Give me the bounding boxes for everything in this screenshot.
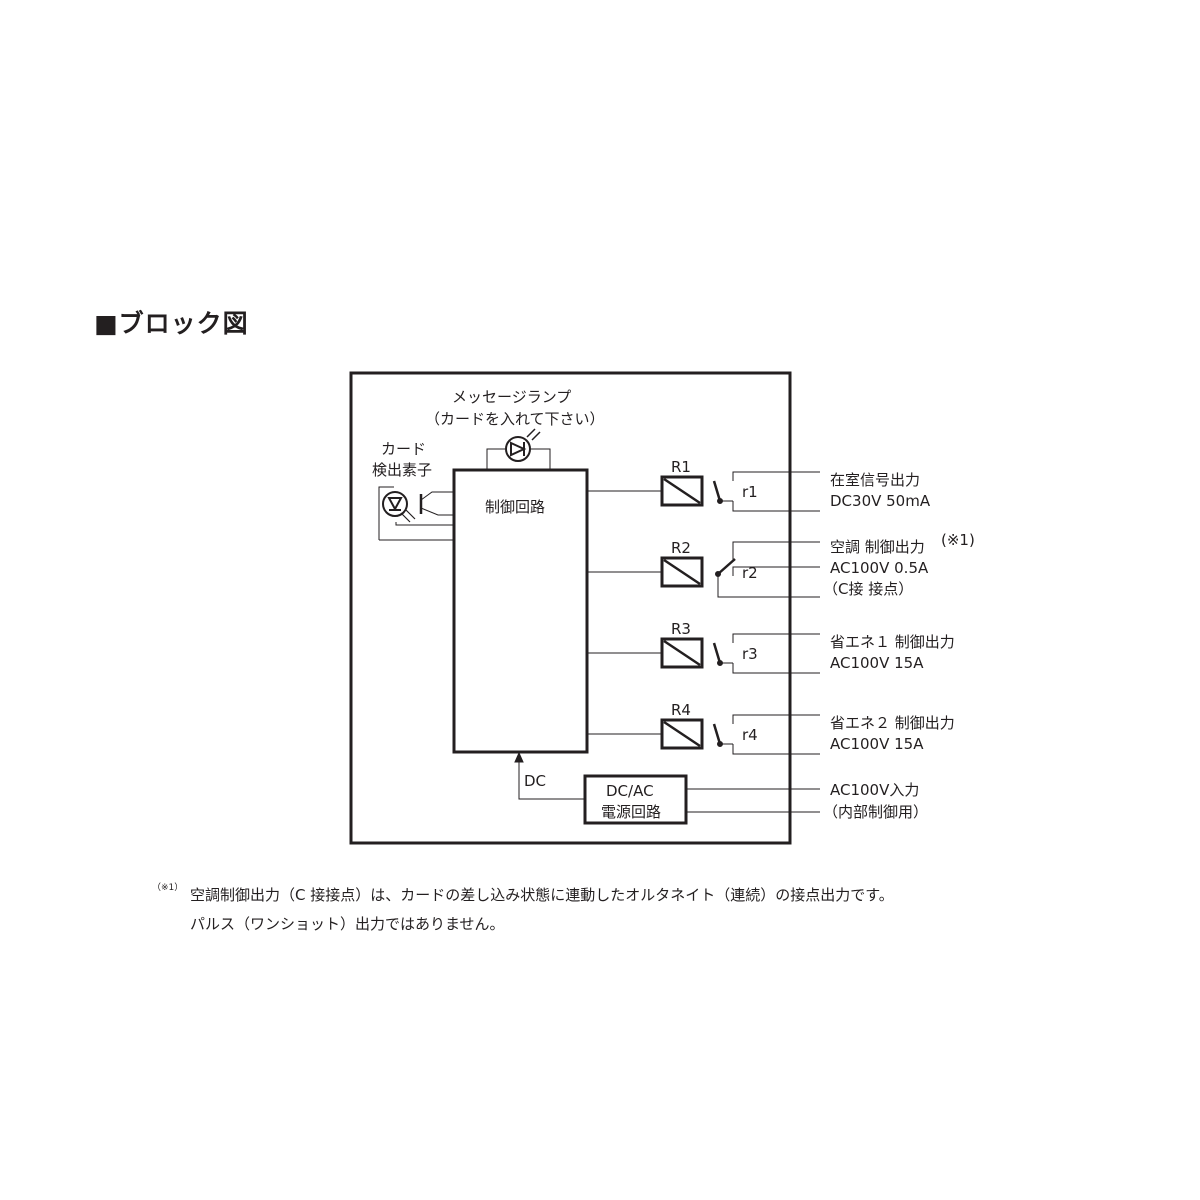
contact-wires <box>720 633 820 674</box>
relay-coil-3 <box>660 637 704 669</box>
lamp-sub-label: （カードを入れて下さい） <box>425 410 605 428</box>
output-note: (※1) <box>941 531 975 549</box>
input-lines <box>686 788 820 813</box>
switch-c-contact-icon <box>717 558 736 575</box>
output-label-1: 空調 制御出力 <box>830 538 925 556</box>
footnote-line-1: 空調制御出力（C 接接点）は、カードの差し込み状態に連動したオルタネイト（連続）… <box>190 886 894 904</box>
output-label-1: 省エネ１ 制御出力 <box>830 633 955 651</box>
output-label-1: 省エネ２ 制御出力 <box>830 714 955 732</box>
output-label-1: 在室信号出力 <box>830 471 920 489</box>
output-label-2: DC30V 50mA <box>830 492 931 510</box>
output-label-2: AC100V 15A <box>830 654 924 672</box>
contact-wires <box>720 714 820 755</box>
power-label-2: 電源回路 <box>601 803 661 821</box>
sensor-label-2: 検出素子 <box>372 461 432 479</box>
relay-coil-4 <box>660 718 704 750</box>
relay-label: R4 <box>671 701 691 719</box>
footnote-line-2: パルス（ワンショット）出力ではありません。 <box>190 915 505 933</box>
contact-label: r1 <box>742 483 758 501</box>
contact-label: r2 <box>742 564 758 582</box>
switch-pivot <box>717 741 723 747</box>
control-circuit-box <box>452 468 589 754</box>
relay-coil-slash <box>663 477 701 505</box>
switch-contact-icon <box>712 642 722 664</box>
dc-label: DC <box>524 772 546 790</box>
relay-coil-1 <box>660 475 704 507</box>
relay-label: R3 <box>671 620 691 638</box>
section-title: ■ブロック図 <box>94 309 249 338</box>
switch-pivot <box>717 660 723 666</box>
relay-coil-2 <box>660 556 704 588</box>
footnote-mark: （※1） <box>152 883 184 893</box>
switch-contact-icon <box>712 723 722 745</box>
relay-label: R1 <box>671 458 691 476</box>
power-label-1: DC/AC <box>606 782 654 800</box>
input-label-1: AC100V入力 <box>830 781 919 799</box>
contact-label: r4 <box>742 726 758 744</box>
led-lamp-icon <box>486 428 551 470</box>
output-label-2: AC100V 0.5A <box>830 559 929 577</box>
dc-arrow-icon <box>514 751 524 763</box>
dc-line <box>518 758 585 800</box>
lamp-label: メッセージランプ <box>452 388 571 406</box>
contact-wires <box>720 471 820 512</box>
contact-label: r3 <box>742 645 758 663</box>
relay-coil-slash <box>663 639 701 667</box>
device-outline <box>349 371 792 845</box>
relay-label: R2 <box>671 539 691 557</box>
relay-coil-slash <box>663 720 701 748</box>
output-label-2: AC100V 15A <box>830 735 924 753</box>
sensor-label-1: カード <box>381 440 426 458</box>
input-label-2: （内部制御用） <box>823 803 928 821</box>
switch-pivot <box>717 498 723 504</box>
contact-wires <box>717 541 820 598</box>
relay-coil-slash <box>663 558 701 586</box>
photo-sensor-icon <box>378 486 454 541</box>
control-label: 制御回路 <box>485 498 545 516</box>
switch-pivot <box>715 571 721 577</box>
switch-contact-icon <box>712 480 722 502</box>
output-label-3: （C接 接点） <box>823 580 913 598</box>
